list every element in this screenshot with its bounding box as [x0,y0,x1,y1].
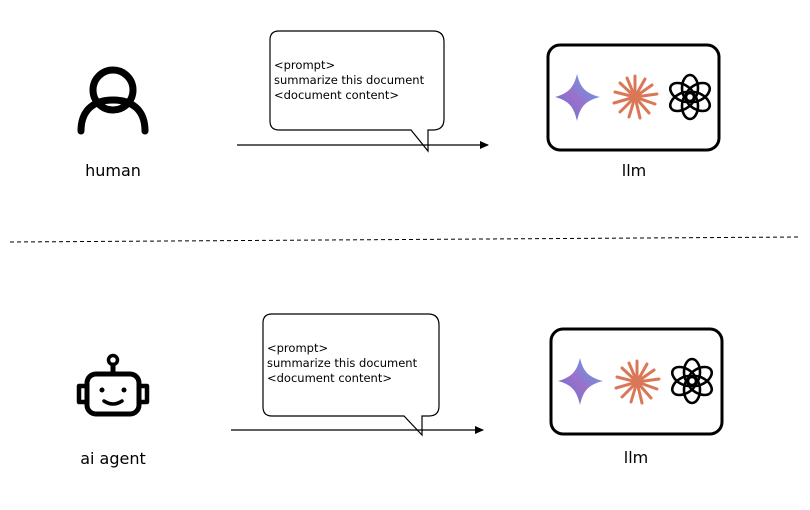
prompt-line: summarize this document [267,356,418,370]
claude-icon [612,74,659,120]
top-flow [77,30,721,153]
prompt-line: <document content> [274,88,399,102]
bottom-flow [76,313,724,437]
prompt-bubble [262,313,440,437]
robot-icon [76,353,150,417]
prompt-line: <document content> [267,371,392,385]
prompt-bubble [269,30,445,153]
llm-label: llm [623,448,649,467]
prompt-line: summarize this document [274,73,425,87]
llm-label: llm [621,161,647,180]
prompt-line: <prompt> [267,341,329,355]
person-icon [77,66,149,135]
gemini-icon [558,358,603,405]
openai-icon [668,73,712,121]
actor-label: human [85,161,141,180]
openai-icon [670,357,714,405]
actor-label: ai agent [80,449,146,468]
prompt-line: <prompt> [274,58,336,72]
prompt-text: <prompt> summarize this document <docume… [267,341,417,386]
section-divider [9,236,801,243]
prompt-text: <prompt> summarize this document <docume… [274,58,424,103]
gemini-icon [555,74,600,121]
claude-icon [614,359,661,405]
